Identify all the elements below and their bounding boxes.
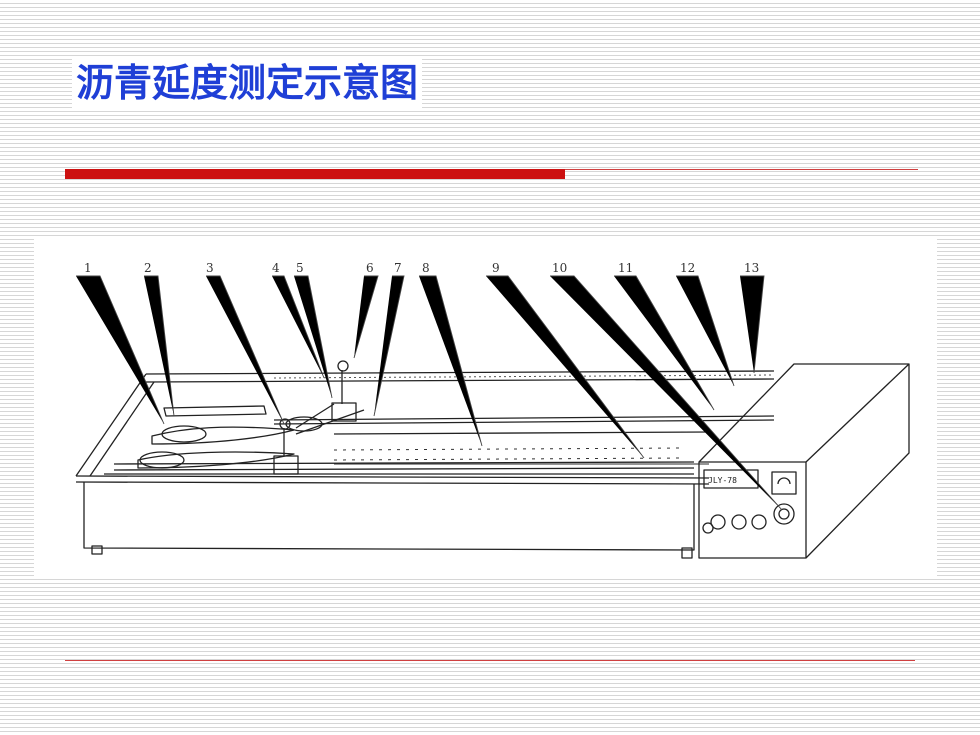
- part-label-13: 13: [744, 261, 759, 275]
- part-label-5: 5: [296, 261, 304, 275]
- part-label-9: 9: [492, 261, 500, 275]
- part-label-4: 4: [272, 261, 280, 275]
- part-label-3: 3: [206, 261, 214, 275]
- apparatus-drawing: 1 2 3 4 5 6 7 8 9 10 11 12 13 JLY-78: [75, 261, 910, 559]
- part-label-7: 7: [394, 261, 402, 275]
- slide-title: 沥青延度测定示意图: [72, 58, 423, 108]
- part-label-11: 11: [618, 261, 633, 275]
- part-label-12: 12: [680, 261, 695, 275]
- part-label-8: 8: [422, 261, 430, 275]
- footer-divider-line: [65, 660, 915, 661]
- part-label-10: 10: [552, 261, 567, 275]
- part-label-1: 1: [84, 261, 92, 275]
- control-display-text: JLY-78: [708, 476, 737, 485]
- title-divider-line: [565, 169, 918, 170]
- ductility-apparatus-diagram: 1 2 3 4 5 6 7 8 9 10 11 12 13 JLY-78: [34, 238, 937, 578]
- title-underline-bar: [65, 169, 565, 179]
- part-label-6: 6: [366, 261, 374, 275]
- part-label-2: 2: [144, 261, 152, 275]
